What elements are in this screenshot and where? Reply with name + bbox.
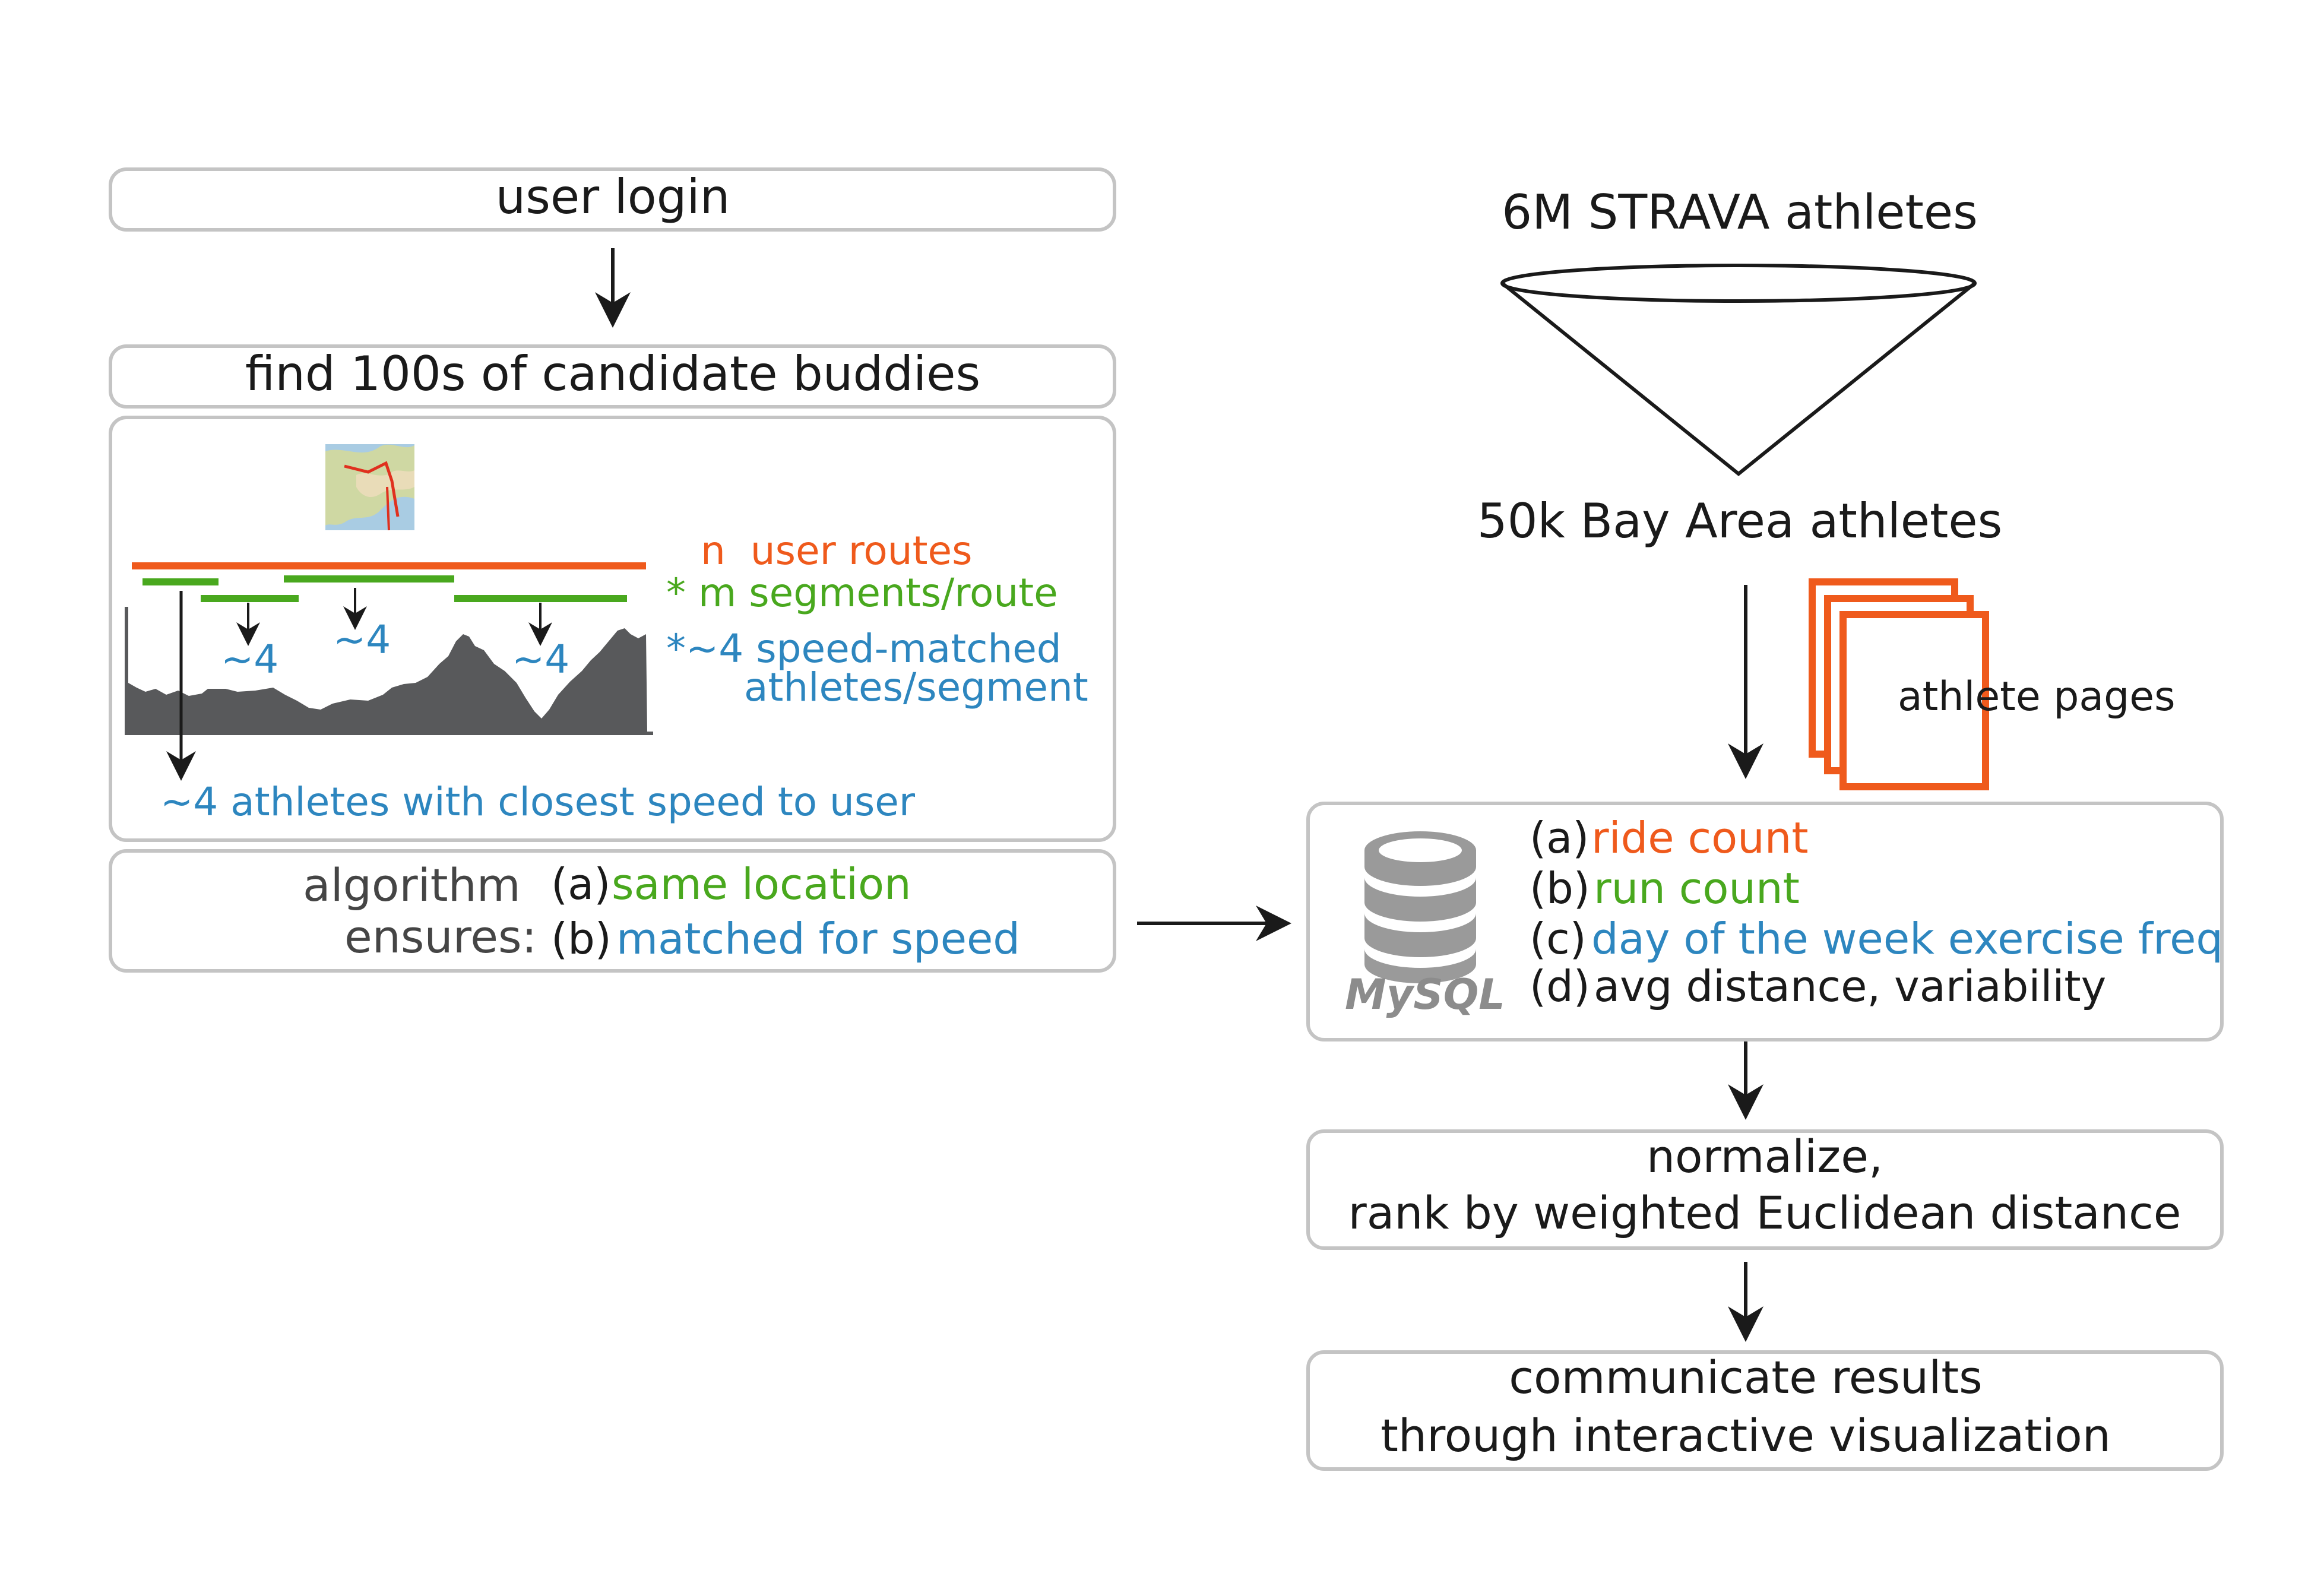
mysql-label: MySQL [1345, 970, 1505, 1019]
candidate-detail-box [109, 416, 1116, 842]
feature-b-prefix: (b) [1530, 863, 1590, 913]
ensure-b-prefix: (b) [551, 914, 612, 964]
athlete-pages-stack [1809, 578, 1989, 790]
feature-run-count: run count [1594, 863, 1800, 913]
ensure-matched-speed: matched for speed [616, 914, 1020, 964]
login-box [109, 167, 1116, 232]
feature-a-prefix: (a) [1530, 813, 1590, 863]
closest-athletes-label: ~4 athletes with closest speed to user [160, 779, 916, 825]
legend-speed-matched: *~4 speed-matched [666, 626, 1062, 672]
map-thumbnail [325, 444, 414, 531]
normalize-label: normalize, [1646, 1130, 1883, 1183]
tilde-label-1: ~4 [221, 637, 279, 682]
ensures-label: ensures: [344, 910, 537, 963]
feature-d-prefix: (d) [1530, 961, 1590, 1011]
feature-c-prefix: (c) [1530, 914, 1587, 964]
ensure-a-prefix: (a) [551, 859, 611, 909]
communicate-box [1306, 1350, 2224, 1471]
legend-segments: * m segments/route [666, 570, 1058, 616]
algorithm-label: algorithm [303, 859, 521, 911]
feature-day-of-week: day of the week exercise freq [1591, 914, 2224, 964]
find-buddies-label: find 100s of candidate buddies [245, 346, 981, 401]
rank-label: rank by weighted Euclidean distance [1348, 1186, 2181, 1239]
ensure-same-location: same location [612, 859, 911, 909]
normalize-box [1306, 1129, 2224, 1250]
legend-athletes-segment: athletes/segment [744, 664, 1088, 710]
login-label: user login [495, 169, 730, 224]
communicate-label: communicate results [1509, 1351, 1983, 1404]
tilde-label-3: ~4 [512, 637, 570, 682]
athlete-pages-label: athlete pages [1898, 673, 2176, 720]
funnel-bottom-label: 50k Bay Area athletes [1477, 493, 2003, 549]
legend-user-routes: n user routes [701, 528, 973, 574]
feature-ride-count: ride count [1591, 813, 1809, 863]
elevation-profile [125, 607, 653, 735]
page-sheet [1839, 611, 1989, 790]
find-buddies-box [109, 344, 1116, 409]
tilde-label-2: ~4 [333, 617, 391, 663]
database-box [1306, 802, 2224, 1041]
segment-lines [143, 575, 627, 602]
funnel-shape [1500, 264, 1977, 476]
feature-avg-distance: avg distance, variability [1594, 961, 2107, 1011]
visualization-label: through interactive visualization [1381, 1409, 2111, 1462]
algorithm-box [109, 849, 1116, 973]
database-icon [1364, 831, 1476, 983]
funnel-top-label: 6M STRAVA athletes [1502, 185, 1978, 240]
